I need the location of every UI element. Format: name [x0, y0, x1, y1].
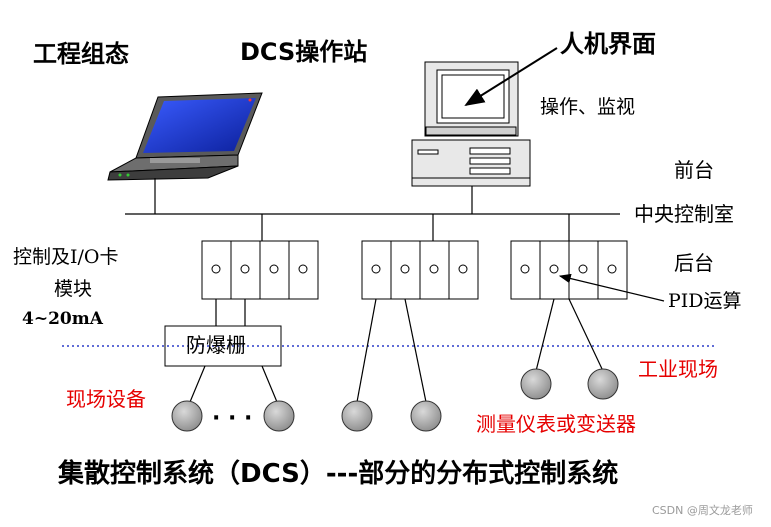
- barrier-label: 防爆栅: [186, 333, 246, 357]
- io-module-rack-1: [201, 240, 319, 300]
- back-level-label: 后台: [674, 251, 714, 275]
- io-module-rack-2: [361, 240, 479, 300]
- engineering-config-label: 工程组态: [33, 40, 129, 68]
- diagram-caption: 集散控制系统（DCS）---部分的分布式控制系统: [58, 459, 619, 489]
- operate-monitor-label: 操作、监视: [540, 96, 636, 118]
- front-level-label: 前台: [674, 158, 714, 182]
- watermark: CSDN @周文龙老师: [652, 504, 753, 517]
- hmi-arrow: [464, 47, 558, 107]
- central-control-room-label: 中央控制室: [634, 202, 734, 226]
- pid-arrow: [558, 273, 665, 302]
- control-io-card-label: 控制及I/O卡: [13, 246, 119, 268]
- network-lines: [125, 178, 620, 241]
- laptop-icon: [107, 92, 263, 181]
- ellipsis-label: · · ·: [212, 406, 253, 431]
- field-device-icons: [171, 368, 619, 432]
- io-module-rack-3: [510, 240, 628, 300]
- instruments-label: 测量仪表或变送器: [476, 412, 636, 436]
- pid-label: PID运算: [668, 290, 742, 312]
- signal-range-label: 4~20mA: [22, 309, 103, 329]
- module-label: 模块: [54, 278, 93, 300]
- field-wiring: [189, 298, 604, 403]
- hmi-label: 人机界面: [560, 30, 656, 58]
- field-devices-label: 现场设备: [66, 387, 146, 411]
- industrial-field-label: 工业现场: [638, 357, 718, 381]
- dcs-station-label: DCS操作站: [240, 38, 368, 66]
- desktop-computer-icon: [411, 61, 531, 187]
